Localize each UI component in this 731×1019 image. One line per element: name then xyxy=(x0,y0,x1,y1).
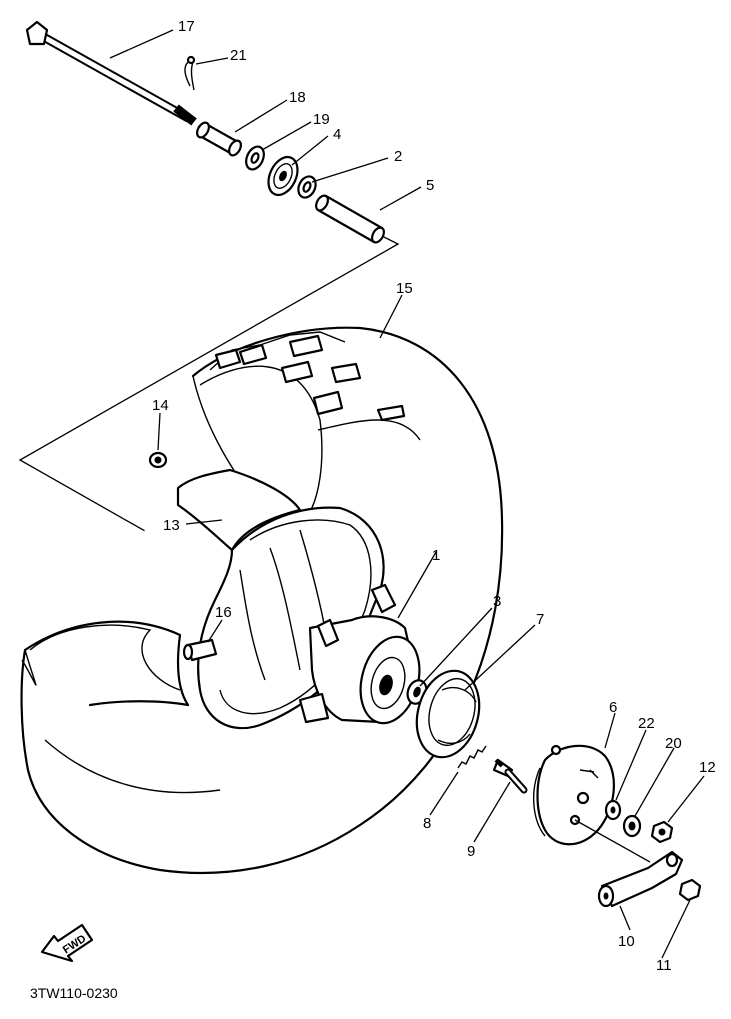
nut-part-14 xyxy=(148,451,168,469)
camshaft-part-9 xyxy=(492,758,528,794)
cotter-pin-part-21 xyxy=(184,55,196,91)
axle-part-17 xyxy=(25,20,197,126)
alignment-line xyxy=(574,819,651,863)
forward-arrow: FWD xyxy=(40,923,94,963)
label-part-21: 21 xyxy=(230,47,247,64)
label-part-8: 8 xyxy=(423,815,431,832)
label-part-5: 5 xyxy=(426,177,434,194)
label-part-2: 2 xyxy=(394,148,402,165)
drawing-code: 3TW110-0230 xyxy=(30,985,118,1001)
assembly-guide-lines xyxy=(18,235,400,586)
oil-seal-part-19 xyxy=(245,145,265,171)
label-part-1: 1 xyxy=(432,547,440,564)
label-part-14: 14 xyxy=(152,397,169,414)
brake-shoe-part-7 xyxy=(415,669,481,759)
bearing-part-4 xyxy=(267,155,299,197)
oil-seal-part-20 xyxy=(622,814,642,838)
nut-part-12 xyxy=(650,820,674,844)
camshaft-lever-part-10 xyxy=(597,850,684,908)
brake-plate-part-6 xyxy=(532,744,616,846)
label-part-9: 9 xyxy=(467,843,475,860)
leader-lines xyxy=(109,29,705,959)
bolt-part-11 xyxy=(678,878,702,902)
label-part-12: 12 xyxy=(699,759,716,776)
label-part-10: 10 xyxy=(618,933,635,950)
label-part-6: 6 xyxy=(609,699,617,716)
spring-part-8 xyxy=(457,745,487,769)
label-part-16: 16 xyxy=(215,604,232,621)
label-part-7: 7 xyxy=(536,611,544,628)
label-part-11: 11 xyxy=(656,957,672,974)
collar-part-18 xyxy=(196,121,242,157)
label-part-19: 19 xyxy=(313,111,330,128)
label-part-18: 18 xyxy=(289,89,306,106)
hub-part-1 xyxy=(298,583,421,725)
label-part-15: 15 xyxy=(396,280,413,297)
label-part-20: 20 xyxy=(665,735,682,752)
label-part-13: 13 xyxy=(163,517,180,534)
label-part-4: 4 xyxy=(333,126,341,143)
spacer-part-2 xyxy=(297,175,317,199)
label-part-22: 22 xyxy=(638,715,655,732)
collar-part-5 xyxy=(315,194,385,244)
label-part-3: 3 xyxy=(493,593,501,610)
label-part-17: 17 xyxy=(178,18,195,35)
valve-part-16 xyxy=(182,638,218,662)
part-number-labels: 17 21 18 19 4 2 5 15 14 13 16 1 3 7 6 22… xyxy=(152,18,716,974)
tire-tread-lugs xyxy=(214,334,406,422)
washer-part-22 xyxy=(604,799,622,821)
